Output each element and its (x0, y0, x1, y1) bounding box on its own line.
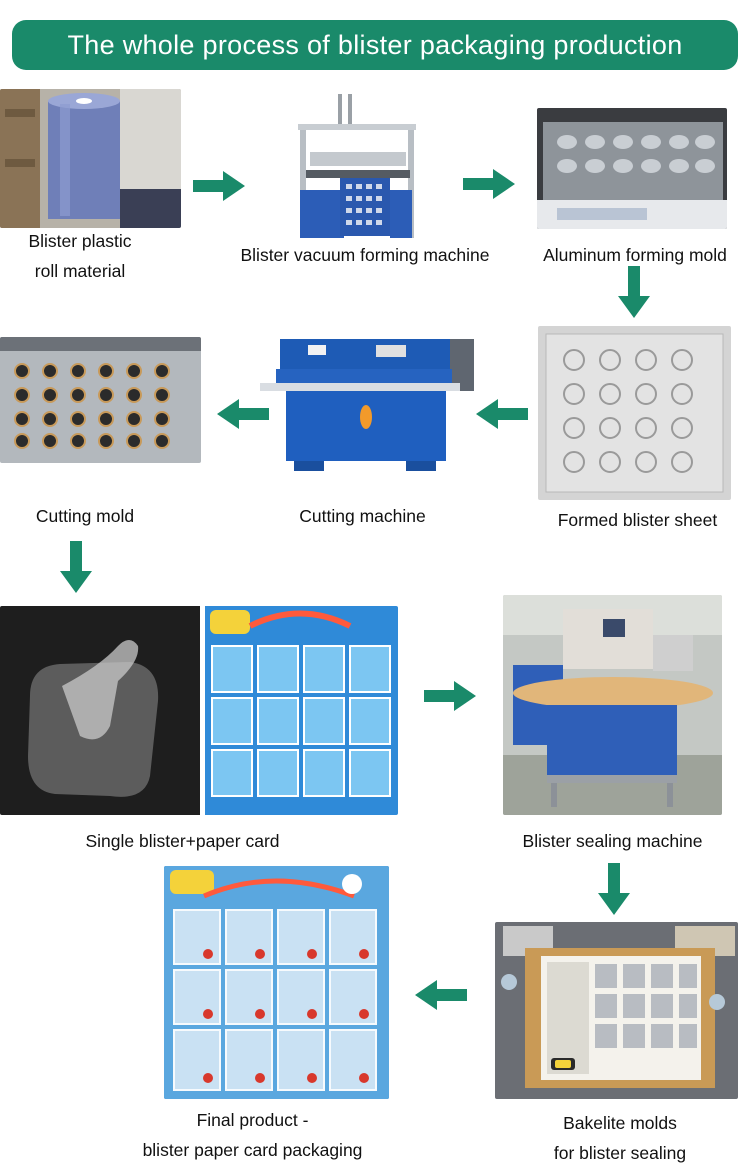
arrow-down-icon (598, 863, 630, 915)
step-label-line: roll material (34, 261, 126, 281)
step-label-line: for blister sealing (553, 1143, 687, 1163)
step-label-blister-and-card: Single blister+paper card (60, 826, 305, 856)
step-label-line: Cutting mold (35, 506, 135, 526)
formed-sheet-photo (538, 326, 731, 500)
step-label-vacuum-forming-machine: Blister vacuum forming machine (220, 240, 510, 270)
arrow-down-icon (60, 541, 92, 593)
cutting-mold-photo (0, 337, 201, 463)
arrow-down-icon (618, 266, 650, 318)
step-label-line: Cutting machine (299, 506, 426, 526)
step-label-plastic-roll: Blister plastic roll material (0, 226, 160, 286)
arrow-right-icon (424, 681, 476, 711)
step-label-line: Aluminum forming mold (543, 245, 727, 265)
step-label-final-product: Final product - blister paper card packa… (120, 1105, 385, 1165)
aluminum-mold-photo (537, 108, 727, 229)
step-label-line: Blister sealing machine (522, 831, 703, 851)
step-label-line: Bakelite molds (563, 1113, 677, 1133)
page-title: The whole process of blister packaging p… (67, 29, 683, 60)
step-label-line: Blister plastic (28, 231, 132, 251)
title-banner: The whole process of blister packaging p… (12, 20, 738, 70)
step-label-bakelite-molds: Bakelite molds for blister sealing (520, 1108, 720, 1168)
step-label-cutting-mold: Cutting mold (0, 501, 170, 531)
sealing-machine-photo (503, 595, 722, 815)
step-label-line: blister paper card packaging (142, 1140, 363, 1160)
final-product-photo (164, 866, 389, 1099)
step-label-line: Formed blister sheet (557, 510, 718, 530)
arrow-left-icon (476, 399, 528, 429)
arrow-right-icon (193, 171, 245, 201)
step-label-aluminum-mold: Aluminum forming mold (520, 240, 750, 270)
cutting-machine-photo (256, 337, 478, 477)
step-label-line: Final product - (196, 1110, 309, 1130)
bakelite-mold-photo (495, 922, 738, 1099)
arrow-right-icon (463, 169, 515, 199)
arrow-left-icon (415, 980, 467, 1010)
arrow-left-icon (217, 399, 269, 429)
step-label-line: Single blister+paper card (85, 831, 280, 851)
step-label-sealing-machine: Blister sealing machine (500, 826, 725, 856)
blister-and-card-photo (0, 606, 398, 815)
step-label-line: Blister vacuum forming machine (240, 245, 490, 265)
vacuum-forming-machine-photo (280, 90, 422, 242)
step-label-formed-sheet: Formed blister sheet (530, 505, 745, 535)
step-label-cutting-machine: Cutting machine (260, 501, 465, 531)
plastic-roll-photo (0, 89, 181, 228)
